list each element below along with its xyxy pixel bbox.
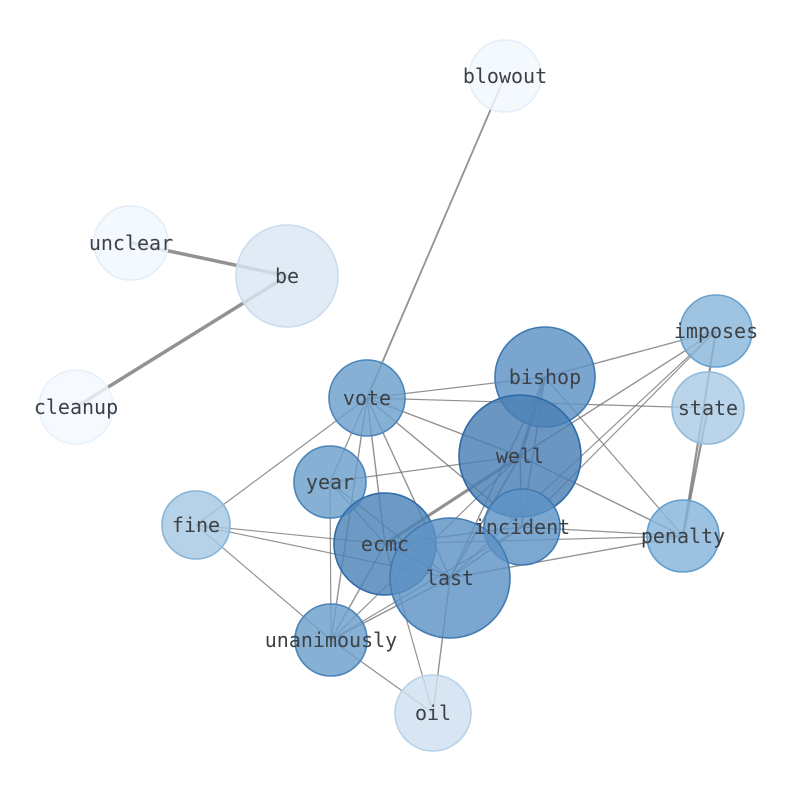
node-layer: [38, 39, 753, 752]
node-be[interactable]: [235, 224, 339, 328]
node-penalty[interactable]: [646, 499, 720, 573]
node-last[interactable]: [389, 517, 511, 639]
node-vote[interactable]: [328, 359, 406, 437]
node-imposes[interactable]: [679, 294, 753, 368]
node-oil[interactable]: [394, 674, 472, 752]
node-fine[interactable]: [161, 490, 231, 560]
node-blowout[interactable]: [468, 39, 542, 113]
node-state[interactable]: [671, 371, 745, 445]
edge-blowout-vote: [366, 75, 506, 399]
node-year[interactable]: [293, 445, 367, 519]
node-incident[interactable]: [483, 488, 561, 566]
node-unclear[interactable]: [93, 205, 169, 281]
node-cleanup[interactable]: [38, 369, 114, 445]
node-unanimously[interactable]: [294, 603, 368, 677]
